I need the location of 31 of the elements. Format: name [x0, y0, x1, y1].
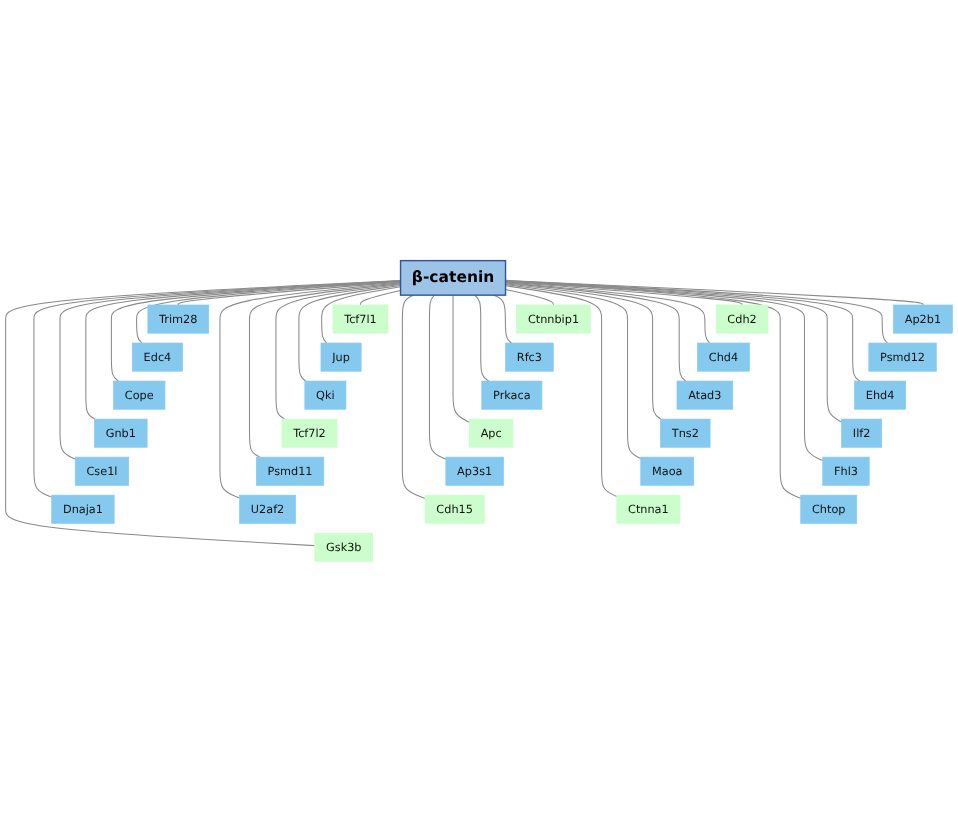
connector: [493, 294, 513, 344]
connector: [505, 280, 843, 423]
connector: [505, 280, 824, 462]
connector: [505, 282, 711, 344]
connector: [505, 280, 802, 499]
connector: [275, 283, 402, 420]
connector: [505, 279, 924, 306]
connector: [177, 281, 402, 306]
connector: [401, 294, 426, 500]
connector: [505, 280, 861, 382]
connector: [505, 280, 888, 344]
connector: [505, 282, 687, 382]
connector: [321, 286, 402, 344]
connector: [505, 284, 642, 460]
connector: [505, 288, 554, 306]
connector: [452, 294, 470, 423]
connector: [474, 294, 490, 382]
connector: [219, 282, 402, 499]
connector: [5, 279, 402, 547]
connector: [33, 280, 402, 498]
connector: [110, 280, 402, 382]
connector: [249, 283, 402, 458]
connector: [85, 280, 402, 420]
connector: [59, 280, 402, 460]
connector: [136, 281, 402, 344]
connector: [505, 285, 618, 497]
connector: [428, 294, 447, 460]
connector: [505, 283, 662, 420]
connector: [505, 281, 743, 306]
connector: [359, 289, 402, 306]
connector: [298, 284, 402, 382]
